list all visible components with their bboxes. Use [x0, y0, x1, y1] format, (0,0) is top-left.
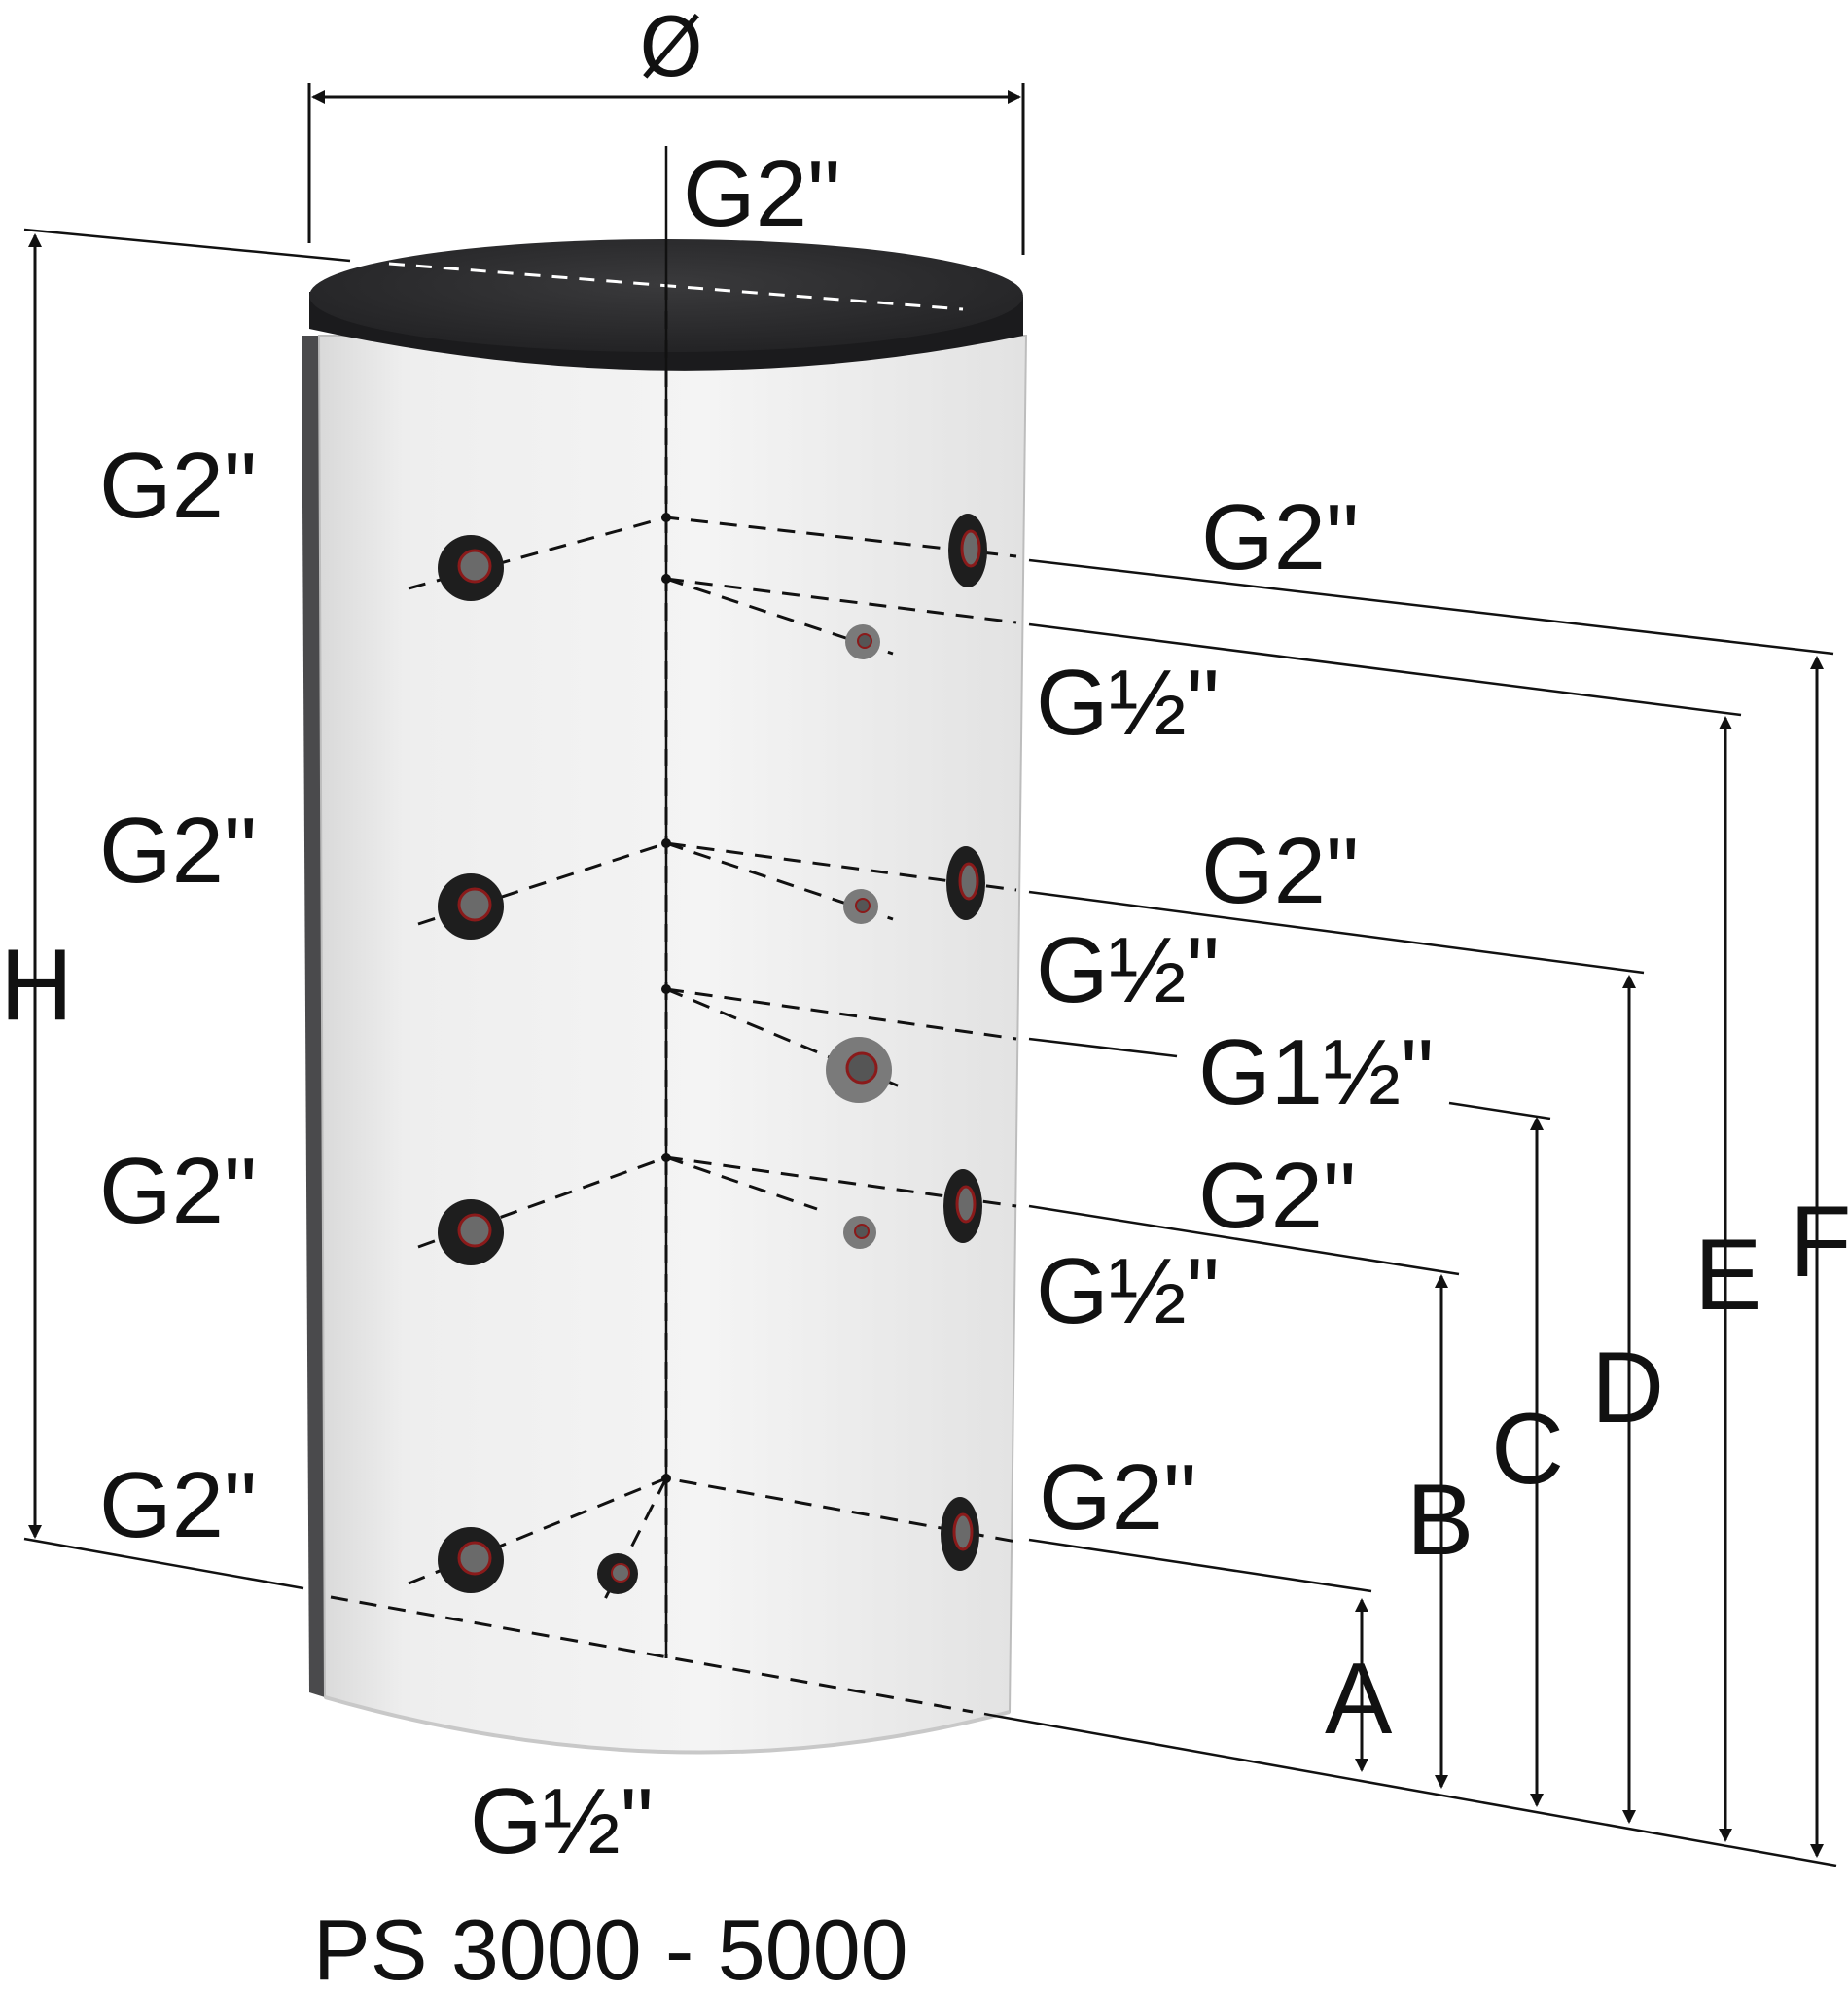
right-port-label-6: G2"	[1198, 1144, 1356, 1248]
bottom-port-label: G½"	[470, 1769, 654, 1873]
dimension-letter-a: A	[1325, 1643, 1393, 1756]
dimension-letter-d: D	[1591, 1332, 1664, 1444]
drain-port	[597, 1553, 638, 1594]
sensor-port-2	[843, 889, 878, 924]
left-port-label-1: G2"	[99, 434, 257, 538]
top-port-label: G2"	[683, 142, 840, 246]
model-label: PS 3000 - 5000	[313, 1902, 908, 1992]
tank-shell	[317, 335, 1028, 1754]
tank-side-seam	[302, 336, 325, 1697]
port-right-2	[946, 846, 985, 920]
port-left-3	[438, 1199, 504, 1265]
dimension-letter-f: F	[1790, 1186, 1848, 1298]
dimension-letter-c: C	[1491, 1393, 1564, 1506]
port-left-2	[438, 873, 504, 940]
port-left-1	[438, 535, 504, 601]
port-right-3	[943, 1169, 982, 1243]
right-port-label-3: G2"	[1201, 819, 1359, 923]
sensor-port-1	[845, 624, 880, 659]
right-port-label-4: G½"	[1036, 918, 1220, 1022]
left-port-label-2: G2"	[99, 799, 257, 903]
right-port-label-8: G2"	[1039, 1445, 1196, 1549]
port-g1-1-2	[826, 1037, 892, 1103]
port-left-4	[438, 1527, 504, 1593]
right-port-label-5: G1½"	[1198, 1020, 1434, 1124]
dimension-letter-b: B	[1406, 1464, 1474, 1577]
port-right-1	[948, 514, 987, 587]
tank-bottom-edge	[324, 1695, 1011, 1755]
dimension-letter-h: H	[0, 929, 73, 1042]
diameter-symbol: Ø	[639, 0, 703, 95]
right-port-label-1: G2"	[1201, 485, 1359, 589]
right-port-label-2: G½"	[1036, 651, 1220, 755]
dimension-lines	[28, 83, 1824, 1858]
right-port-label-7: G½"	[1036, 1239, 1220, 1343]
left-port-label-3: G2"	[99, 1139, 257, 1243]
storage-tank	[302, 239, 1028, 1755]
leader-lines	[23, 228, 1837, 1868]
sensor-port-3	[843, 1216, 876, 1249]
port-right-4	[941, 1497, 979, 1571]
tank-ports	[438, 514, 987, 1594]
dimension-letter-e: E	[1694, 1219, 1761, 1332]
left-port-label-4: G2"	[99, 1453, 257, 1557]
